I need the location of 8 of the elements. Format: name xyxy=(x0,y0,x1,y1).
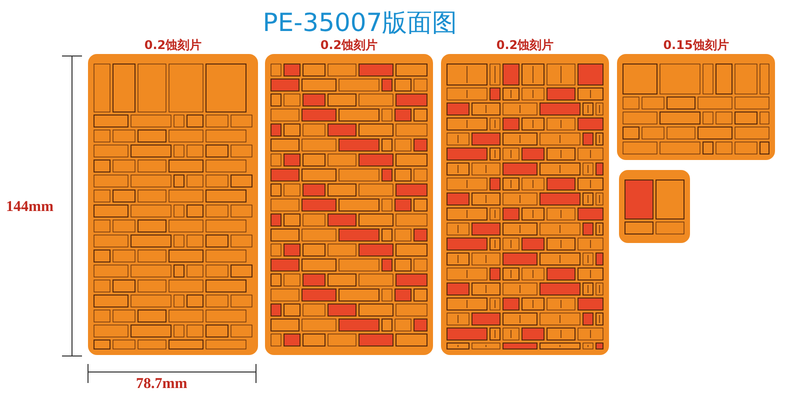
dimension-label: 78.7mm xyxy=(136,376,188,393)
sheet-caption: 0.2蚀刻片 xyxy=(495,37,555,54)
sheet-caption: 0.2蚀刻片 xyxy=(319,37,379,54)
etched-sheet-drawing xyxy=(619,170,690,243)
dimension-label: 144mm xyxy=(6,199,54,216)
diagram-title: PE-35007版面图 xyxy=(262,7,458,38)
sheet-caption: 0.2蚀刻片 xyxy=(143,37,203,54)
sheet-caption: 0.15蚀刻片 xyxy=(662,37,730,54)
